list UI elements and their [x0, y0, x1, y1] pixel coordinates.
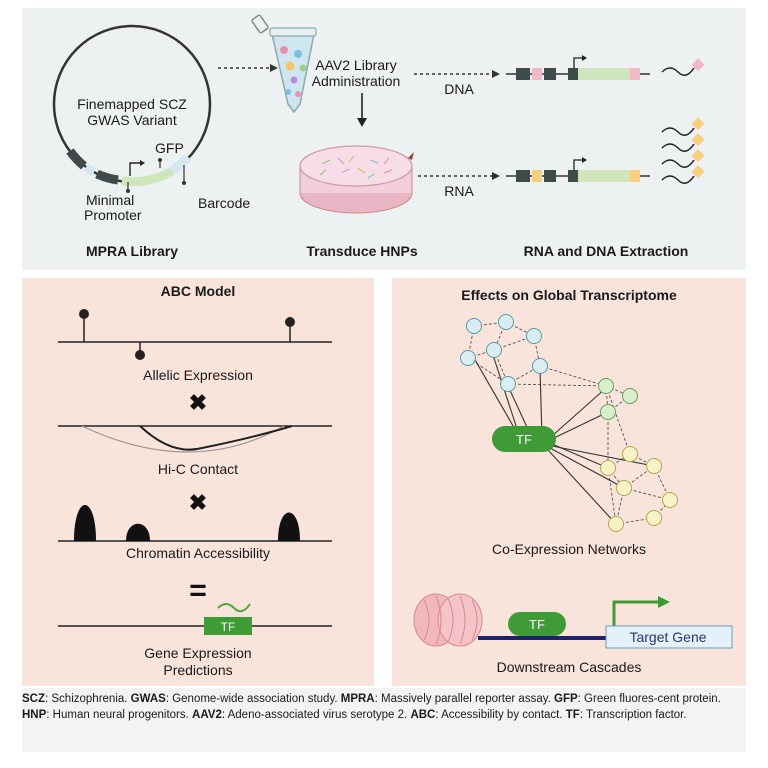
promoter-label: Minimal	[86, 192, 134, 208]
network-label: Co-Expression Networks	[492, 541, 646, 557]
aav-label-line2: Administration	[312, 73, 401, 89]
plasmid-barcode-segment	[169, 153, 192, 175]
target-gene-box	[605, 625, 733, 649]
chromatin-accessibility-track	[58, 505, 332, 542]
section-title-transduce: Transduce HNPs	[306, 243, 417, 259]
mpra-workflow-diagram: Finemapped SCZ GWAS Variant GFP Minimal …	[52, 14, 705, 259]
effects-title: Effects on Global Transcriptome	[461, 287, 677, 303]
abc-model-diagram: ABC Model Allelic Expression ✖ Hi-C Cont…	[58, 283, 332, 678]
co-expression-network	[460, 314, 678, 532]
rna-reads-icon	[661, 117, 705, 184]
cascade-tf-node	[508, 612, 566, 636]
cascade-tf-label: TF	[529, 617, 545, 632]
target-gene-label: Target Gene	[629, 629, 706, 645]
plasmid-promoter-segment	[95, 169, 119, 185]
tf-gene-box	[204, 617, 252, 635]
multiply-icon-2: ✖	[189, 490, 207, 515]
abbreviation-footnote: SCZ: Schizophrenia. GWAS: Genome-wide as…	[22, 688, 746, 752]
network-tf-node	[492, 426, 556, 452]
aav-tube-icon	[251, 14, 317, 114]
footnote-term: SCZ: Schizophrenia.	[22, 693, 131, 705]
global-transcriptome-panel: Effects on Global Transcriptome	[392, 278, 746, 686]
mpra-workflow-panel: Finemapped SCZ GWAS Variant GFP Minimal …	[22, 8, 746, 270]
multiply-icon-1: ✖	[189, 390, 207, 415]
aav-label: AAV2 Library	[315, 57, 396, 73]
transcript-squiggle-icon	[217, 603, 251, 613]
network-tf-label: TF	[516, 432, 532, 447]
section-title-extraction: RNA and DNA Extraction	[524, 243, 689, 259]
section-title-mpra: MPRA Library	[86, 243, 178, 259]
footnote-term: GWAS: Genome-wide association study.	[130, 693, 341, 705]
footnote-term: HNP: Human neural progenitors.	[22, 709, 193, 721]
nucleosome-icon	[413, 593, 483, 647]
footnote-term: GFP: Green fluores-cent protein.	[554, 693, 721, 705]
hic-label: Hi-C Contact	[158, 461, 238, 477]
abc-tf-label: TF	[221, 620, 236, 634]
dna-label: DNA	[444, 81, 474, 97]
chromatin-label: Chromatin Accessibility	[126, 545, 270, 561]
gfp-label: GFP	[155, 140, 184, 156]
plasmid-variant-segment	[66, 148, 87, 170]
footnote-term: ABC: Accessibility by contact.	[410, 709, 566, 721]
prediction-label-line2: Predictions	[163, 662, 232, 678]
dna-construct	[506, 55, 650, 80]
plasmid-gfp-segment	[121, 167, 175, 187]
downstream-cascade	[413, 593, 733, 649]
equals-icon: =	[189, 574, 207, 607]
rna-construct	[506, 157, 650, 182]
petri-dish-icon	[299, 145, 414, 214]
footnote-term: TF: Transcription factor.	[565, 709, 687, 721]
allelic-label: Allelic Expression	[143, 367, 253, 383]
barcode-label: Barcode	[198, 195, 250, 211]
footnote-term: MPRA: Massively parallel reporter assay.	[340, 693, 555, 705]
rna-label: RNA	[444, 183, 474, 199]
hic-contact-track	[58, 425, 332, 453]
allelic-expression-track	[58, 309, 332, 360]
variant-label: Finemapped SCZ	[77, 96, 187, 112]
promoter-label-line2: Promoter	[84, 207, 142, 223]
abc-title: ABC Model	[161, 283, 236, 299]
abc-model-panel: ABC Model Allelic Expression ✖ Hi-C Cont…	[22, 278, 374, 686]
footnote-term: AAV2: Adeno-associated virus serotype 2.	[192, 709, 411, 721]
promoter-arrow-icon	[129, 162, 140, 176]
transcriptome-diagram: Effects on Global Transcriptome	[413, 287, 733, 675]
cascade-label: Downstream Cascades	[497, 659, 642, 675]
prediction-label: Gene Expression	[144, 645, 251, 661]
dna-read-icon	[661, 58, 705, 76]
gene-expression-track	[58, 603, 332, 635]
variant-label-line2: GWAS Variant	[87, 112, 177, 128]
